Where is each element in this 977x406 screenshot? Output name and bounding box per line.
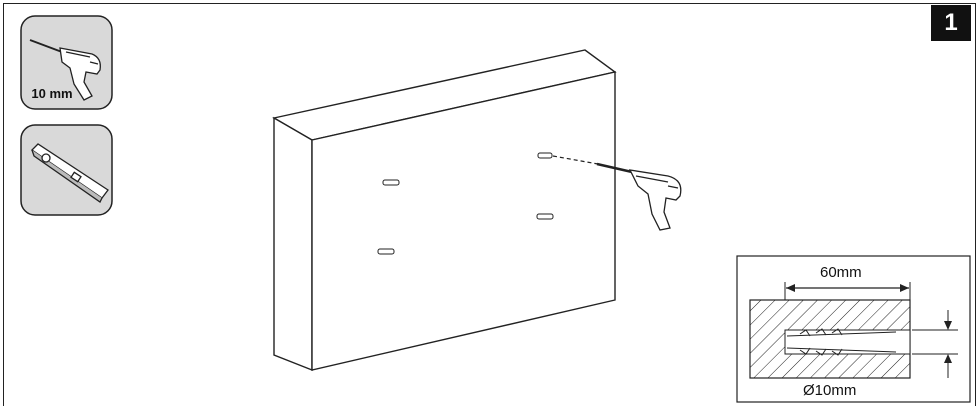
hole-diameter-label: Ø10mm [803, 382, 857, 399]
figure-frame [3, 3, 976, 406]
step-number-badge: 1 [931, 5, 971, 41]
drilling-depth-detail [736, 255, 971, 403]
dowel-hole [377, 152, 554, 255]
drill-bit-size-label: 10 mm [31, 86, 73, 101]
drill-in-use-icon [596, 162, 682, 231]
wall-plug [786, 328, 897, 356]
drilled-hole [784, 329, 911, 355]
wall-block [272, 49, 617, 372]
drill-path [552, 155, 599, 165]
spirit-level-icon [30, 143, 109, 203]
drill-tool-panel [20, 15, 113, 110]
drilling-depth-label: 60mm [820, 264, 862, 281]
level-tool-panel [20, 124, 113, 216]
drill-icon [29, 39, 101, 101]
